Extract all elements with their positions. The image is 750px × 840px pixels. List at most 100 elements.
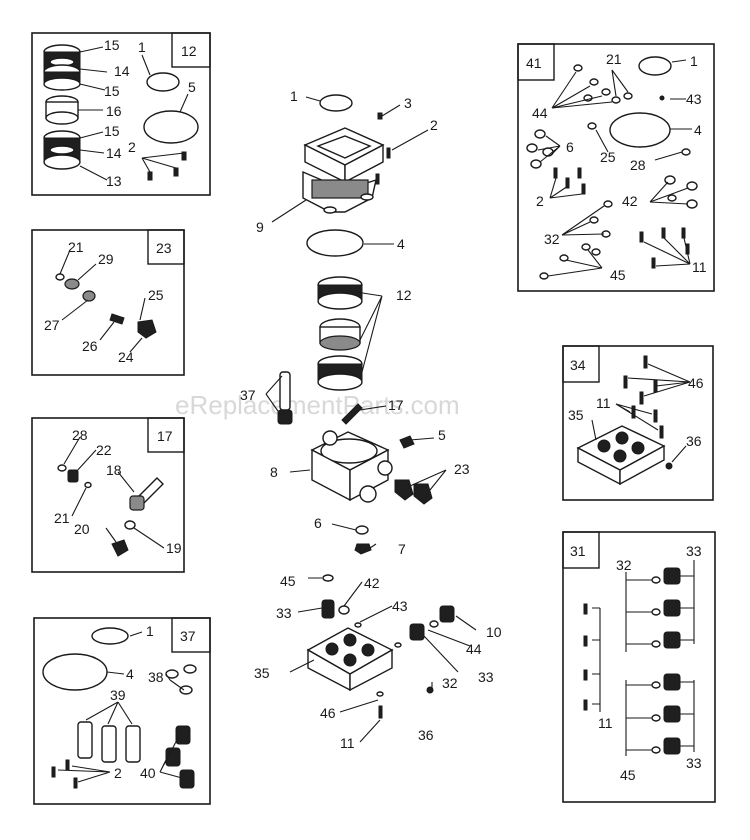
screw-icon (623, 355, 664, 439)
adapter-icon (45, 95, 79, 125)
part-number-label: 42 (364, 575, 380, 591)
watermark: eReplacementParts.com (175, 390, 460, 420)
seal-icon (43, 44, 81, 91)
seal-icon (43, 130, 81, 170)
part-number-label: 24 (118, 349, 134, 365)
part-number-label: 33 (686, 755, 702, 771)
part-number-label: 26 (82, 338, 98, 354)
part-number-label: 5 (188, 79, 196, 95)
part-number-label: 6 (314, 515, 322, 531)
kit-37-tag: 37 (180, 628, 196, 644)
part-number-label: 15 (104, 123, 120, 139)
part-number-label: 32 (442, 675, 458, 691)
part-number-label: 5 (438, 427, 446, 443)
o-ring-icon (143, 110, 199, 144)
part-number-label: 11 (598, 715, 613, 731)
plunger-icon (77, 721, 141, 763)
part-number-label: 19 (166, 540, 182, 556)
part-number-label: 21 (54, 510, 70, 526)
part-number-label: 17 (388, 397, 404, 413)
part-number-label: 25 (600, 149, 616, 165)
valve-block-icon (576, 425, 666, 486)
seal-icon (317, 276, 363, 391)
part-number-label: 32 (544, 231, 560, 247)
main-assembly: 1 3 2 9 4 12 37 17 5 8 23 6 7 45 42 43 3… (240, 88, 502, 751)
part-number-label: 1 (138, 39, 146, 55)
part-number-label: 2 (536, 193, 544, 209)
valve-block-icon (306, 627, 394, 692)
part-number-label: 3 (404, 95, 412, 111)
part-number-label: 43 (392, 598, 408, 614)
pump-head-icon (310, 430, 393, 503)
part-number-label: 37 (240, 387, 256, 403)
part-number-label: 2 (128, 139, 136, 155)
screw-icon (583, 603, 588, 711)
kit-17-box: 17 28 22 18 21 20 19 (31, 417, 185, 573)
part-number-label: 23 (454, 461, 470, 477)
part-number-label: 33 (276, 605, 292, 621)
part-number-label: 9 (256, 219, 264, 235)
screw-icon (553, 167, 690, 269)
part-number-label: 22 (96, 442, 112, 458)
part-number-label: 33 (686, 543, 702, 559)
part-number-label: 27 (44, 317, 60, 333)
part-number-label: 38 (148, 669, 164, 685)
part-number-label: 13 (106, 173, 122, 189)
part-number-label: 20 (74, 521, 90, 537)
part-number-label: 12 (396, 287, 412, 303)
screw-icon (147, 151, 187, 181)
part-number-label: 21 (68, 239, 84, 255)
kit-34-tag: 34 (570, 357, 586, 373)
kit-34-box: 34 46 11 35 36 (562, 345, 714, 501)
part-number-label: 8 (270, 464, 278, 480)
spring-icon (165, 725, 195, 789)
part-number-label: 43 (686, 91, 702, 107)
part-number-label: 14 (114, 63, 130, 79)
part-number-label: 15 (104, 37, 120, 53)
part-number-label: 7 (398, 541, 406, 557)
part-number-label: 1 (290, 88, 298, 104)
part-number-label: 35 (254, 665, 270, 681)
part-number-label: 1 (146, 623, 154, 639)
part-number-label: 29 (98, 251, 114, 267)
kit-37-box: 37 1 4 39 38 40 2 (33, 617, 211, 805)
part-number-label: 36 (686, 433, 702, 449)
part-number-label: 46 (320, 705, 336, 721)
part-number-label: 10 (486, 624, 502, 640)
kit-17-tag: 17 (157, 428, 173, 444)
part-number-label: 45 (280, 573, 296, 589)
part-number-label: 4 (126, 666, 134, 682)
part-number-label: 4 (397, 236, 405, 252)
part-number-label: 16 (106, 103, 122, 119)
part-number-label: 28 (630, 157, 646, 173)
part-number-label: 21 (606, 51, 622, 67)
part-number-label: 2 (430, 117, 438, 133)
part-number-label: 39 (110, 687, 126, 703)
part-number-label: 6 (566, 139, 574, 155)
part-number-label: 14 (106, 145, 122, 161)
part-number-label: 18 (106, 462, 122, 478)
part-number-label: 1 (690, 53, 698, 69)
part-number-label: 2 (114, 765, 122, 781)
part-number-label: 45 (610, 267, 626, 283)
kit-12-tag: 12 (181, 43, 197, 59)
part-number-label: 45 (620, 767, 636, 783)
kit-23-box: 23 21 29 27 26 25 24 (31, 229, 185, 376)
part-number-label: 36 (418, 727, 434, 743)
kit-41-tag: 41 (526, 55, 542, 71)
kit-31-box: 31 32 33 11 45 33 (562, 531, 716, 803)
part-number-label: 44 (532, 105, 548, 121)
part-number-label: 33 (478, 669, 494, 685)
part-number-label: 4 (694, 122, 702, 138)
kit-31-tag: 31 (570, 543, 586, 559)
part-number-label: 28 (72, 427, 88, 443)
part-number-label: 15 (104, 83, 120, 99)
part-number-label: 11 (340, 735, 355, 751)
part-number-label: 44 (466, 641, 482, 657)
kit-12-box: 12 15 14 15 (31, 32, 211, 196)
kit-23-tag: 23 (156, 240, 172, 256)
part-number-label: 42 (622, 193, 638, 209)
o-ring-icon (146, 72, 180, 92)
part-number-label: 11 (596, 395, 611, 411)
